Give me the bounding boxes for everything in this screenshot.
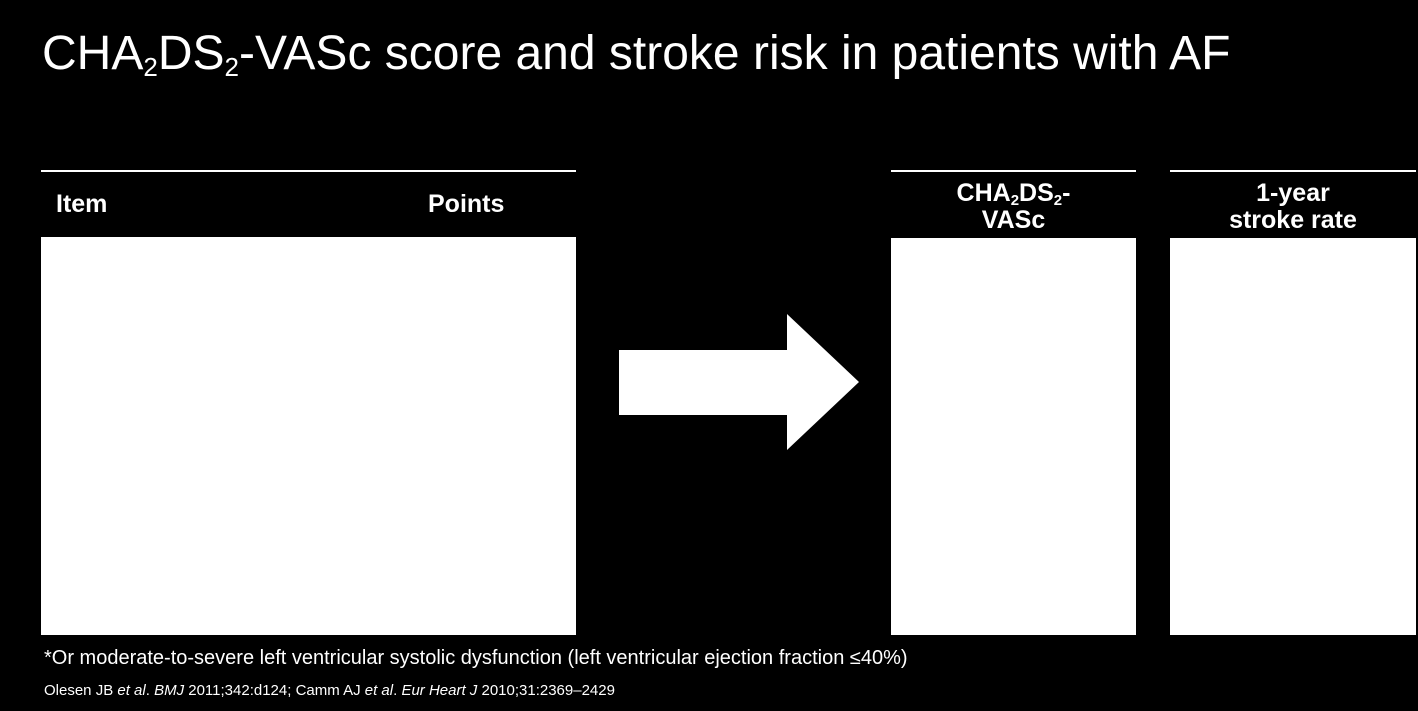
right-arrow-icon	[619, 314, 859, 450]
rate-table-top-rule	[1170, 170, 1416, 172]
column-header-stroke-rate: 1-year stroke rate	[1229, 179, 1357, 234]
footnote: *Or moderate-to-severe left ventricular …	[44, 647, 908, 669]
references: Olesen JB et al. BMJ 2011;342:d124; Camm…	[44, 682, 615, 699]
column-header-score: CHA2DS2- VASc	[956, 179, 1071, 234]
score-table-body	[891, 238, 1136, 635]
left-table-body	[41, 237, 576, 635]
column-header-points: Points	[428, 190, 505, 218]
score-table-top-rule	[891, 170, 1136, 172]
left-table-top-rule	[41, 170, 576, 172]
slide-title: CHA2DS2-VASc score and stroke risk in pa…	[42, 27, 1231, 82]
column-header-item: Item	[56, 190, 108, 218]
rate-table-body	[1170, 238, 1416, 635]
